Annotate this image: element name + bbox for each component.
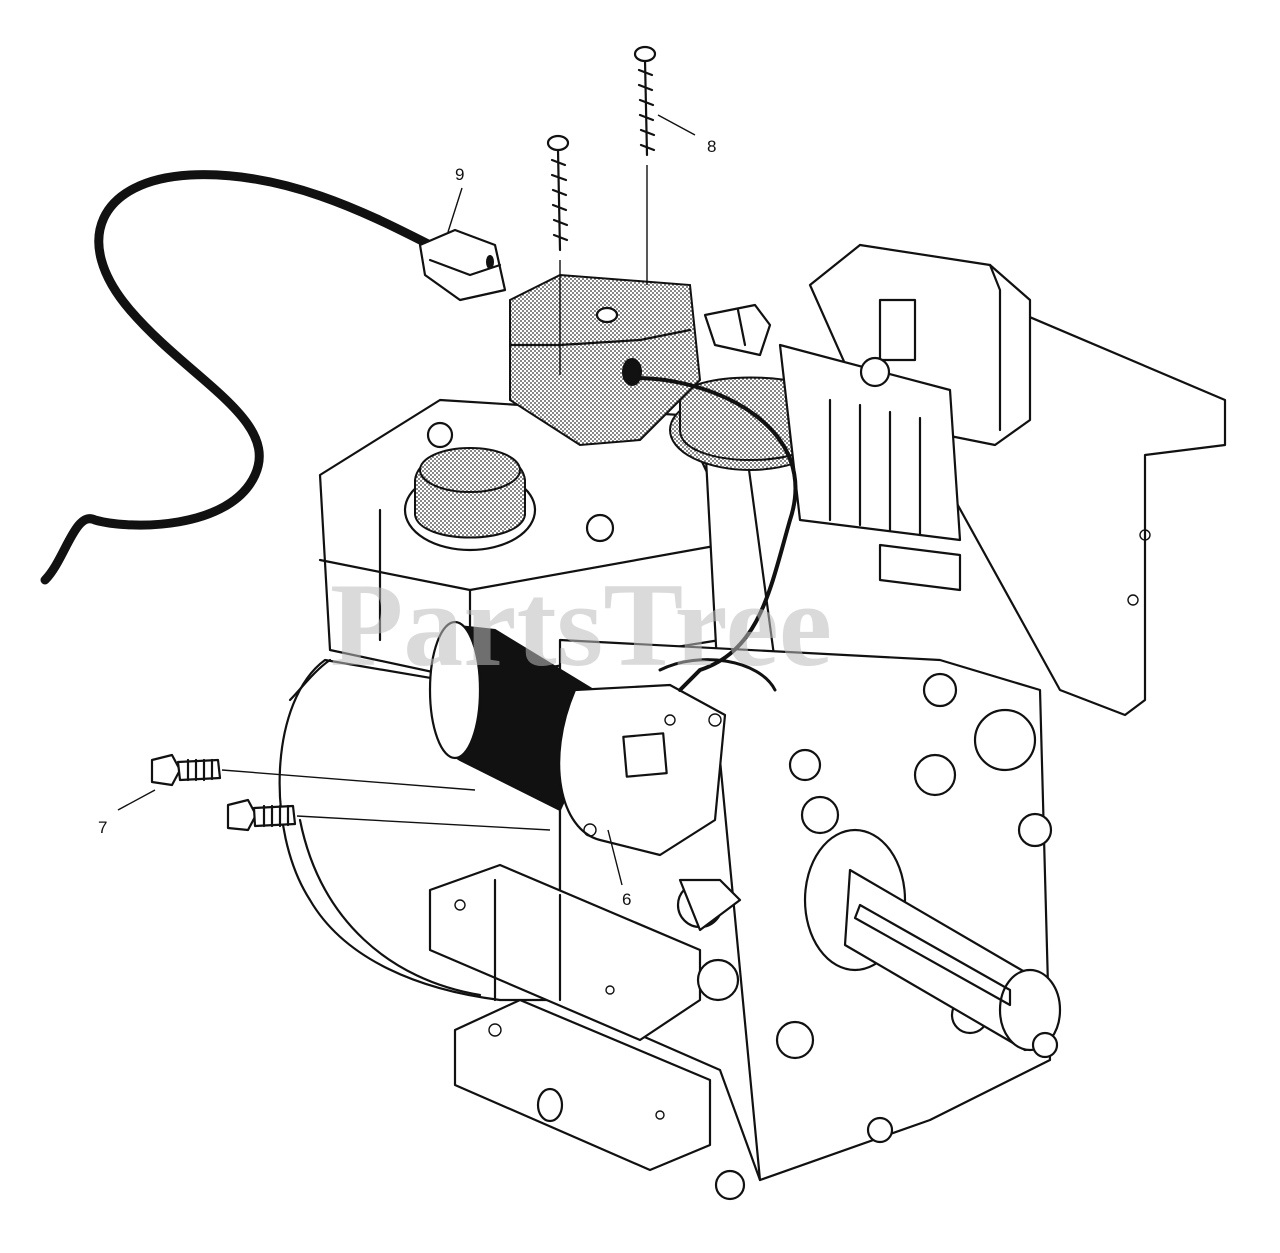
fuel-cap	[403, 447, 537, 552]
crankshaft	[803, 828, 1062, 1052]
starter-switch-box	[508, 273, 772, 447]
electric-starter-motor	[428, 620, 727, 857]
callout-6: 6	[622, 890, 631, 909]
watermark-logo: PartsTree	[330, 558, 832, 691]
starter-wire	[638, 376, 798, 692]
callout-7: 7	[98, 818, 107, 837]
callout-leaders	[117, 114, 696, 886]
power-cord	[40, 170, 507, 585]
base-mount	[428, 863, 1059, 1201]
starter-mounting-bolts	[150, 753, 551, 832]
cylinder-fins	[426, 343, 962, 592]
switch-box-screws	[546, 45, 657, 375]
callout-8: 8	[707, 137, 716, 156]
mounting-studs	[676, 878, 742, 1002]
callout-9: 9	[455, 165, 464, 184]
